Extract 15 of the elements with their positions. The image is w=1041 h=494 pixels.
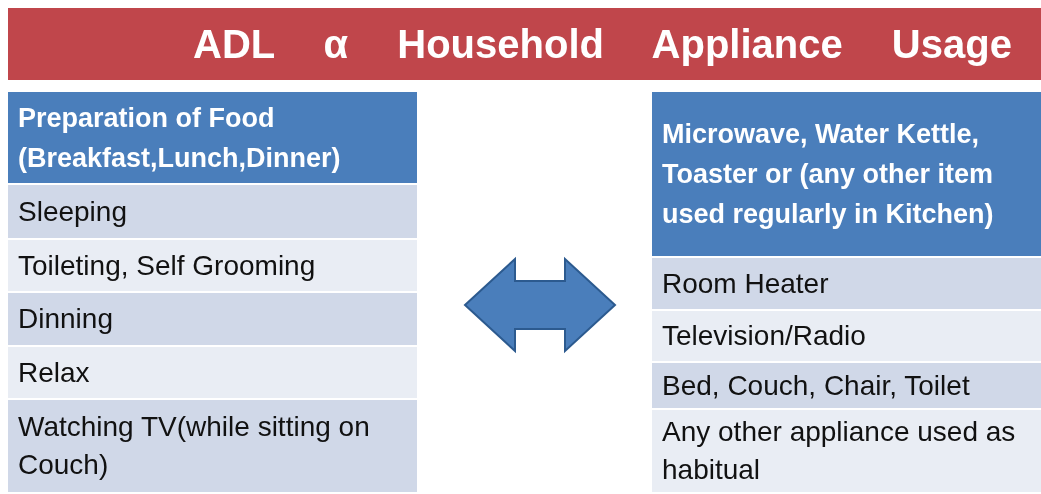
table-row: Toileting, Self Grooming	[8, 240, 417, 293]
table-row: Sleeping	[8, 185, 417, 240]
table-row: Dinning	[8, 293, 417, 347]
table-row: Relax	[8, 347, 417, 400]
table-row: Watching TV(while sitting on Couch)	[8, 400, 417, 494]
header-row: Preparation of Food (Breakfast,Lunch,Dinner)	[8, 92, 417, 185]
table-row: Bed, Couch, Chair, Toilet	[652, 363, 1041, 410]
table-row: Room Heater	[652, 258, 1041, 311]
title-banner: ADL α Household Appliance Usage	[8, 8, 1041, 80]
table-row: Television/Radio	[652, 311, 1041, 363]
double-arrow	[463, 256, 617, 354]
header-row: Microwave, Water Kettle, Toaster or (any other item used regularly in Kitchen)	[652, 92, 1041, 258]
list-table	[652, 92, 1041, 494]
list-table	[8, 92, 417, 494]
table-row: Any other appliance used as habitual	[652, 410, 1041, 494]
